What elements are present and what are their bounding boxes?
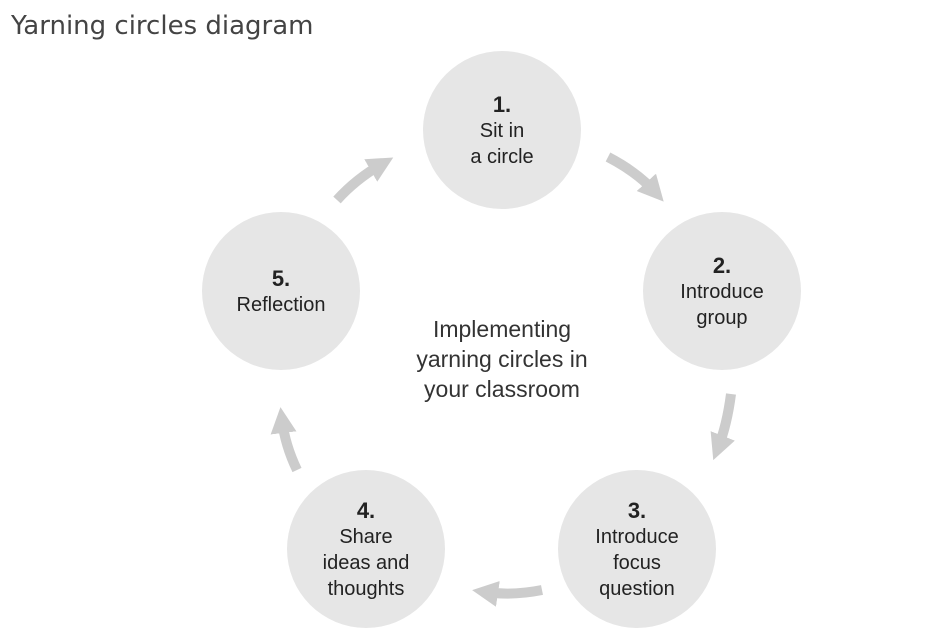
step-3-number: 3. — [627, 497, 647, 523]
arrow-1-to-2 — [605, 152, 664, 202]
step-3-label-line: question — [599, 577, 675, 600]
step-4-number: 4. — [356, 497, 376, 523]
page-title: Yarning circles diagram — [11, 11, 314, 41]
step-3-label-line: Introduce — [595, 525, 679, 548]
step-3-label-line: focus — [613, 551, 661, 574]
step-1-circle: 1. Sit in a circle — [423, 51, 581, 209]
step-1-label: Sit in a circle — [470, 118, 533, 170]
step-2-number: 2. — [712, 252, 732, 278]
step-4-label-line: ideas and — [322, 551, 410, 574]
arrow-3-to-4 — [472, 581, 543, 607]
step-5-label-line: Reflection — [236, 293, 326, 316]
step-4-circle: 4. Share ideas and thoughts — [287, 470, 445, 628]
arrow-5-to-1 — [333, 157, 394, 204]
step-5-number: 5. — [271, 265, 291, 291]
step-5-label: Reflection — [237, 292, 326, 318]
step-2-label-line: group — [696, 306, 748, 329]
step-4-label-line: thoughts — [327, 577, 405, 600]
step-2-label: Introduce group — [680, 279, 763, 331]
step-5-circle: 5. Reflection — [202, 212, 360, 370]
center-caption-line: yarning circles in — [416, 346, 588, 372]
step-2-label-line: Introduce — [680, 280, 764, 303]
step-2-circle: 2. Introduce group — [643, 212, 801, 370]
step-4-label-line: Share — [339, 525, 393, 548]
step-1-number: 1. — [492, 91, 512, 117]
step-4-label: Share ideas and thoughts — [323, 524, 410, 602]
center-caption: Implementing yarning circles in your cla… — [372, 314, 632, 404]
step-3-label: Introduce focus question — [595, 524, 678, 602]
arrow-2-to-3 — [710, 393, 736, 461]
step-1-label-line: a circle — [470, 145, 534, 168]
step-3-circle: 3. Introduce focus question — [558, 470, 716, 628]
arrow-4-to-5 — [270, 407, 302, 473]
center-caption-line: your classroom — [424, 376, 580, 402]
step-1-label-line: Sit in — [479, 119, 525, 142]
center-caption-line: Implementing — [432, 316, 572, 342]
